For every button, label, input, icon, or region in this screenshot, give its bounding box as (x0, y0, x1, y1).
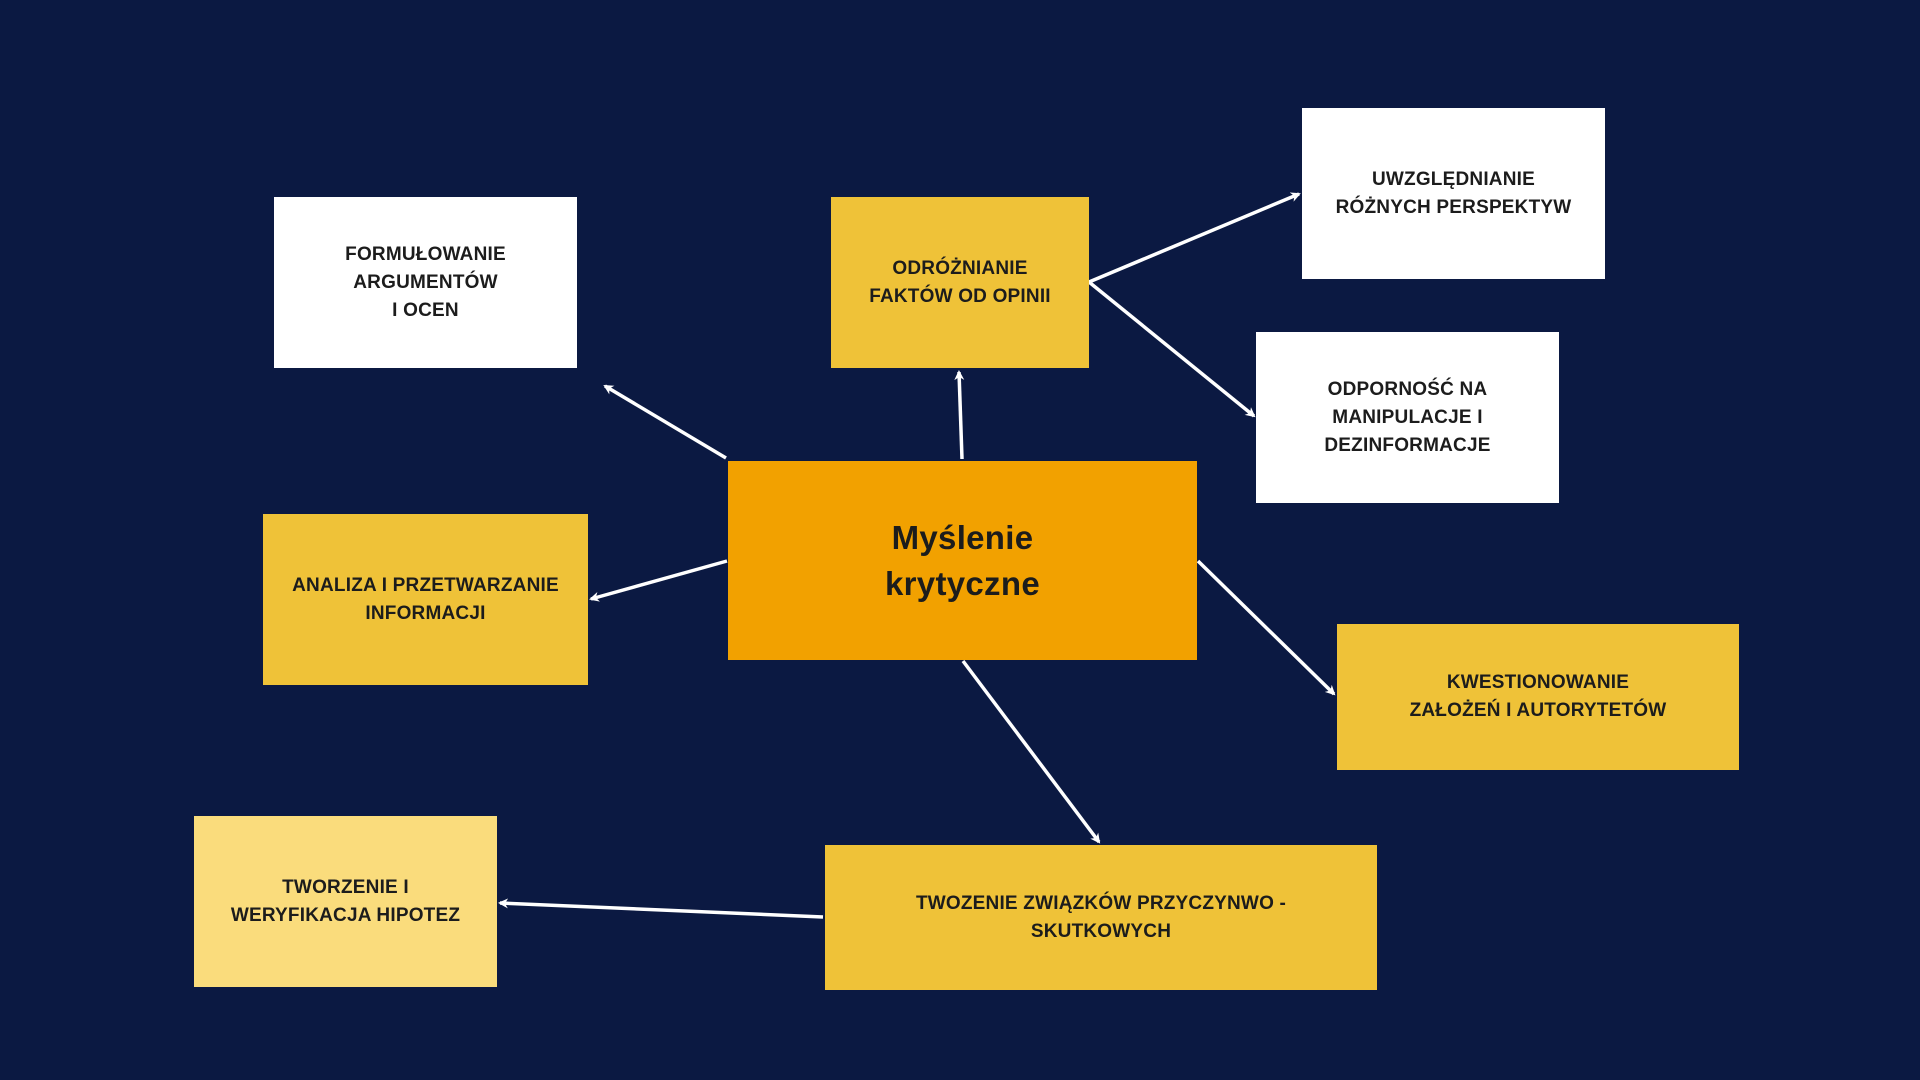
node-label: KWESTIONOWANIE ZAŁOŻEŃ I AUTORYTETÓW (1409, 672, 1667, 721)
node-questioning-assumptions: KWESTIONOWANIE ZAŁOŻEŃ I AUTORYTETÓW (1337, 624, 1739, 770)
node-formulating-arguments: FORMUŁOWANIE ARGUMENTÓW I OCEN (274, 197, 577, 368)
arrow-center-to-analysis (589, 559, 728, 602)
node-label: ODRÓŻNIANIE FAKTÓW OD OPINII (869, 257, 1051, 307)
node-cause-effect-relations: TWOZENIE ZWIĄZKÓW PRZYCZYNWO - SKUTKOWYC… (825, 845, 1377, 990)
arrow-facts-to-perspectives (1088, 192, 1301, 284)
node-label: TWORZENIE I WERYFIKACJA HIPOTEZ (230, 876, 461, 926)
arrow-cause-effect-to-hypotheses (498, 898, 824, 919)
central-node-label: Myślenie krytyczne (885, 518, 1040, 602)
arrow-center-to-argument (603, 384, 727, 460)
node-label: ODPORNOŚĆ NA MANIPULACJE I DEZINFORMACJE (1324, 378, 1491, 456)
node-hypotheses: TWORZENIE I WERYFIKACJA HIPOTEZ (194, 816, 497, 987)
arrow-center-to-cause-effect (961, 659, 1101, 844)
central-node-critical-thinking: Myślenie krytyczne (728, 461, 1197, 660)
arrow-center-to-questioning (1196, 559, 1336, 696)
node-distinguishing-facts: ODRÓŻNIANIE FAKTÓW OD OPINII (831, 197, 1089, 368)
node-label: ANALIZA I PRZETWARZANIE INFORMACJI (292, 574, 559, 624)
node-label: TWOZENIE ZWIĄZKÓW PRZYCZYNWO - SKUTKOWYC… (915, 892, 1287, 942)
node-manipulation-resistance: ODPORNOŚĆ NA MANIPULACJE I DEZINFORMACJE (1256, 332, 1559, 503)
arrow-facts-to-manipulation (1087, 280, 1256, 418)
node-label: FORMUŁOWANIE ARGUMENTÓW I OCEN (345, 243, 506, 321)
node-label: UWZGLĘDNIANIE RÓŻNYCH PERSPEKTYW (1335, 168, 1572, 218)
node-information-analysis: ANALIZA I PRZETWARZANIE INFORMACJI (263, 514, 588, 685)
node-different-perspectives: UWZGLĘDNIANIE RÓŻNYCH PERSPEKTYW (1302, 108, 1605, 279)
arrow-center-to-facts (954, 370, 965, 460)
